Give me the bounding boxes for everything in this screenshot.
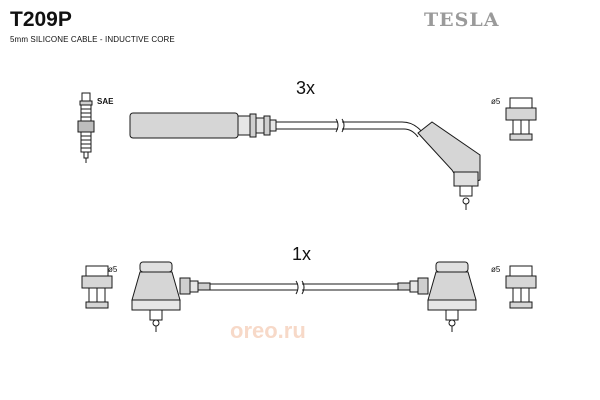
brand-logo: TESLA [424, 9, 500, 31]
diameter-label-bottom-right: ø5 [491, 265, 501, 274]
svg-text:oreo.ru: oreo.ru [230, 318, 306, 343]
top-lead-quantity: 3x [296, 78, 316, 98]
cable-spec: 5mm SILICONE CABLE - INDUCTIVE CORE [10, 35, 175, 44]
terminal-top-right [505, 97, 537, 141]
cable-top [276, 118, 423, 138]
part-number: T209P [10, 8, 72, 31]
watermark-logo: oreo.ru [230, 318, 306, 343]
terminal-bottom-right [505, 265, 537, 309]
plug-type-label: SAE [97, 97, 114, 106]
terminal-bottom-left [81, 265, 113, 309]
spark-plug-icon [77, 92, 95, 163]
cable-bottom [210, 280, 398, 295]
coil-boot-left [131, 261, 211, 332]
bottom-lead-quantity: 1x [292, 244, 312, 264]
coil-boot-right [397, 261, 477, 332]
straight-plug-boot [129, 112, 277, 139]
diameter-label-top: ø5 [491, 97, 501, 106]
angled-coil-boot [417, 121, 481, 210]
diameter-label-bottom-left: ø5 [108, 265, 118, 274]
